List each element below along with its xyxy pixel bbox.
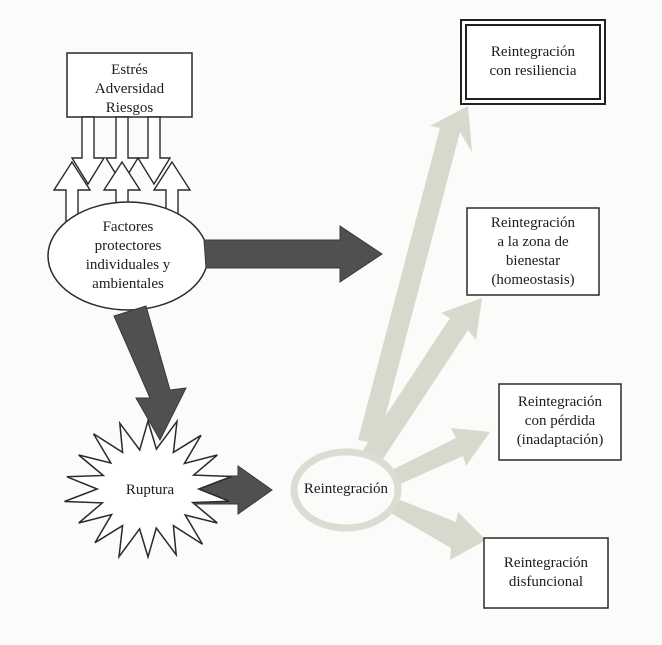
outcome-label-dysfunctional: Reintegración disfuncional — [503, 555, 589, 590]
arrow-rupture-to-reintegration — [195, 465, 273, 515]
stressors-box — [66, 52, 193, 118]
down-arrow-2 — [104, 116, 140, 186]
arrow-to-resilience — [358, 106, 472, 444]
outcome-label-resilience: Reintegración con resiliencia — [489, 44, 577, 79]
outcome-box-dysfunctional — [483, 537, 609, 609]
arrow-factors-to-outcomes — [203, 225, 383, 283]
arrow-to-homeostasis — [363, 298, 482, 462]
outcome-box-loss — [498, 383, 622, 461]
outcome-label-loss: Reintegración con pérdida (inadaptación) — [516, 394, 604, 448]
outcome-box-homeostasis — [466, 207, 600, 296]
reintegration-label: Reintegración — [303, 481, 389, 497]
rupture-label: Ruptura — [125, 482, 175, 498]
arrow-to-dysfunctional — [389, 498, 486, 560]
arrow-to-loss — [392, 428, 490, 485]
rupture-starburst — [64, 418, 232, 560]
down-arrow-1 — [70, 116, 106, 186]
outcome-box-resilience-inner — [465, 24, 601, 100]
arrow-factors-to-rupture — [113, 305, 187, 442]
outcome-label-homeostasis: Reintegración a la zona de bienestar (ho… — [490, 215, 576, 288]
down-arrow-3 — [136, 116, 172, 186]
protective-factors-label: Factores protectores individuales y ambi… — [85, 219, 171, 292]
stressors-label: Estrés Adversidad Riesgos — [94, 62, 165, 116]
reintegration-ellipse — [290, 448, 402, 532]
